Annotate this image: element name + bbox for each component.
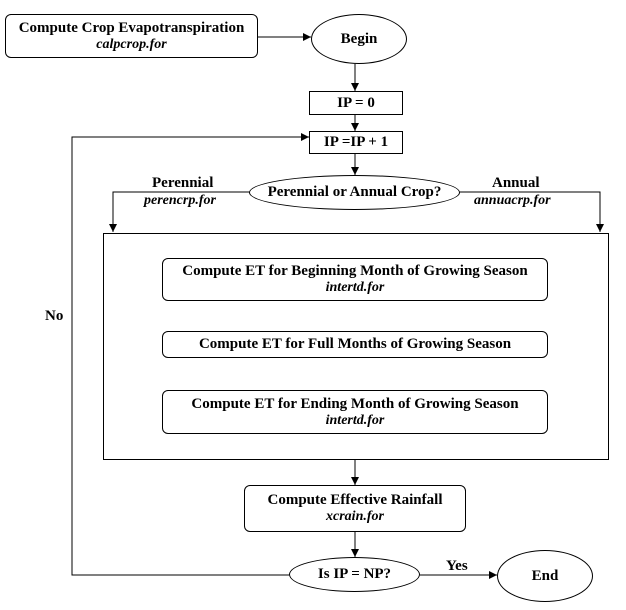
arrow-perennial-branch xyxy=(109,191,249,232)
et-full-box: Compute ET for Full Months of Growing Se… xyxy=(162,331,548,358)
calpcrop-file: calpcrop.for xyxy=(96,36,167,52)
ip-decision-ellipse: Is IP = NP? xyxy=(289,557,420,592)
et-ending-title: Compute ET for Ending Month of Growing S… xyxy=(191,395,519,412)
yes-label: Yes xyxy=(446,558,468,574)
perennial-label: Perennial xyxy=(152,175,214,191)
annual-label: Annual xyxy=(492,175,540,191)
arrow-no-loop xyxy=(71,133,309,576)
rainfall-file: xcrain.for xyxy=(326,509,384,524)
end-label: End xyxy=(531,567,559,584)
perennial-file-label: perencrp.for xyxy=(144,193,216,208)
et-beginning-title: Compute ET for Beginning Month of Growin… xyxy=(182,263,528,279)
calpcrop-box: Compute Crop Evapotranspiration calpcrop… xyxy=(5,14,258,58)
ip-init-box: IP = 0 xyxy=(309,91,403,115)
begin-ellipse: Begin xyxy=(311,14,407,64)
et-beginning-file: intertd.for xyxy=(325,280,385,295)
crop-decision-label: Perennial or Annual Crop? xyxy=(267,184,442,200)
rainfall-title: Compute Effective Rainfall xyxy=(267,492,443,508)
ip-decision-label: Is IP = NP? xyxy=(317,566,392,582)
arrow-annual-branch xyxy=(460,191,604,232)
annual-file-label: annuacrp.for xyxy=(474,193,551,208)
calpcrop-title: Compute Crop Evapotranspiration xyxy=(18,19,245,36)
ip-init-label: IP = 0 xyxy=(337,94,375,111)
no-label: No xyxy=(45,308,64,324)
begin-label: Begin xyxy=(340,30,378,47)
et-beginning-box: Compute ET for Beginning Month of Growin… xyxy=(162,258,548,301)
et-ending-box: Compute ET for Ending Month of Growing S… xyxy=(162,390,548,434)
ip-inc-label: IP =IP + 1 xyxy=(323,134,389,150)
et-full-title: Compute ET for Full Months of Growing Se… xyxy=(198,336,512,352)
et-ending-file: intertd.for xyxy=(325,412,385,428)
end-ellipse: End xyxy=(497,550,593,602)
rainfall-box: Compute Effective Rainfall xcrain.for xyxy=(244,485,466,532)
ip-inc-box: IP =IP + 1 xyxy=(309,131,403,154)
crop-decision-ellipse: Perennial or Annual Crop? xyxy=(249,175,460,210)
